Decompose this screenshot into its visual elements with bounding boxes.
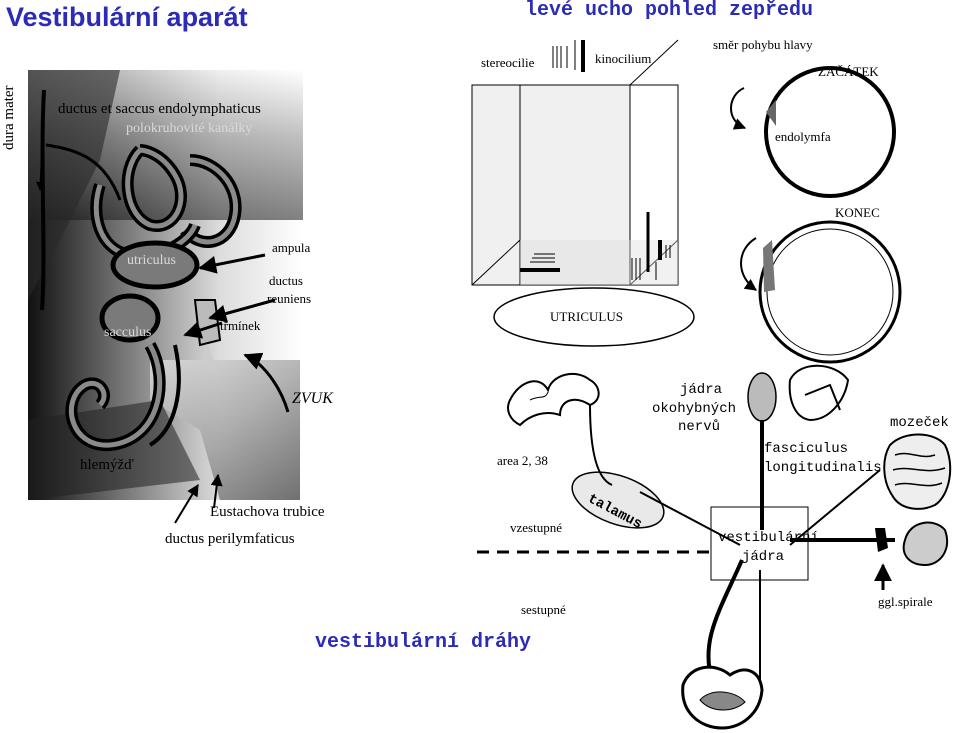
label-utriculus-caps: UTRICULUS (550, 309, 623, 324)
section-title: levé ucho pohled zepředu (525, 0, 814, 22)
label-ggl: ggl.spirale (878, 594, 933, 609)
label-endolymfa: endolymfa (775, 129, 831, 144)
label-reuniens: reuniens (267, 291, 312, 306)
label-vzestupne: vzestupné (510, 520, 562, 535)
label-sestupne: sestupné (521, 602, 566, 617)
label-trminek: třmínek (220, 318, 261, 333)
vestibular-pathways (477, 364, 952, 730)
label-kinocilium: kinocilium (595, 51, 652, 66)
inner-ear-illustration (28, 70, 303, 524)
label-fasciculus: fasciculus (764, 441, 849, 457)
label-mozecek: mozeček (890, 415, 949, 431)
label-konec: KONEC (835, 205, 880, 220)
label-vestibularni: vestibulární (718, 530, 819, 546)
label-eustachova: Eustachova trubice (210, 504, 325, 520)
label-longitudinalis: longitudinalis (764, 460, 882, 476)
label-nervu: nervů (678, 419, 721, 435)
label-ductus-et-saccus: ductus et saccus endolymphaticus (58, 101, 261, 117)
label-stereocilie: stereocilie (481, 55, 535, 70)
label-area: area 2, 38 (497, 453, 548, 468)
page-title: Vestibulární aparát (6, 2, 248, 32)
head-movement-circles (730, 66, 902, 364)
label-smer: směr pohybu hlavy (713, 37, 813, 52)
label-ampula: ampula (272, 240, 311, 255)
label-hlemyzd: hlemýžď (80, 457, 134, 473)
pathways-title: vestibulární dráhy (315, 631, 532, 654)
label-jadra2: jádra (742, 549, 785, 565)
label-jadra: jádra (680, 382, 723, 398)
label-sacculus: sacculus (104, 325, 152, 340)
label-okohybnych: okohybných (652, 401, 737, 417)
label-polokruhovite: polokruhovité kanálky (126, 121, 253, 136)
label-dura-mater: dura mater (1, 85, 17, 150)
label-zvuk: ZVUK (292, 390, 333, 407)
label-utriculus: utriculus (127, 253, 176, 268)
label-zacatek: ZAČÁTEK (818, 64, 879, 79)
label-ductus: ductus (269, 273, 303, 288)
label-perilymfaticus: ductus perilymfaticus (165, 531, 295, 547)
utriculus-receptor (471, 39, 695, 347)
